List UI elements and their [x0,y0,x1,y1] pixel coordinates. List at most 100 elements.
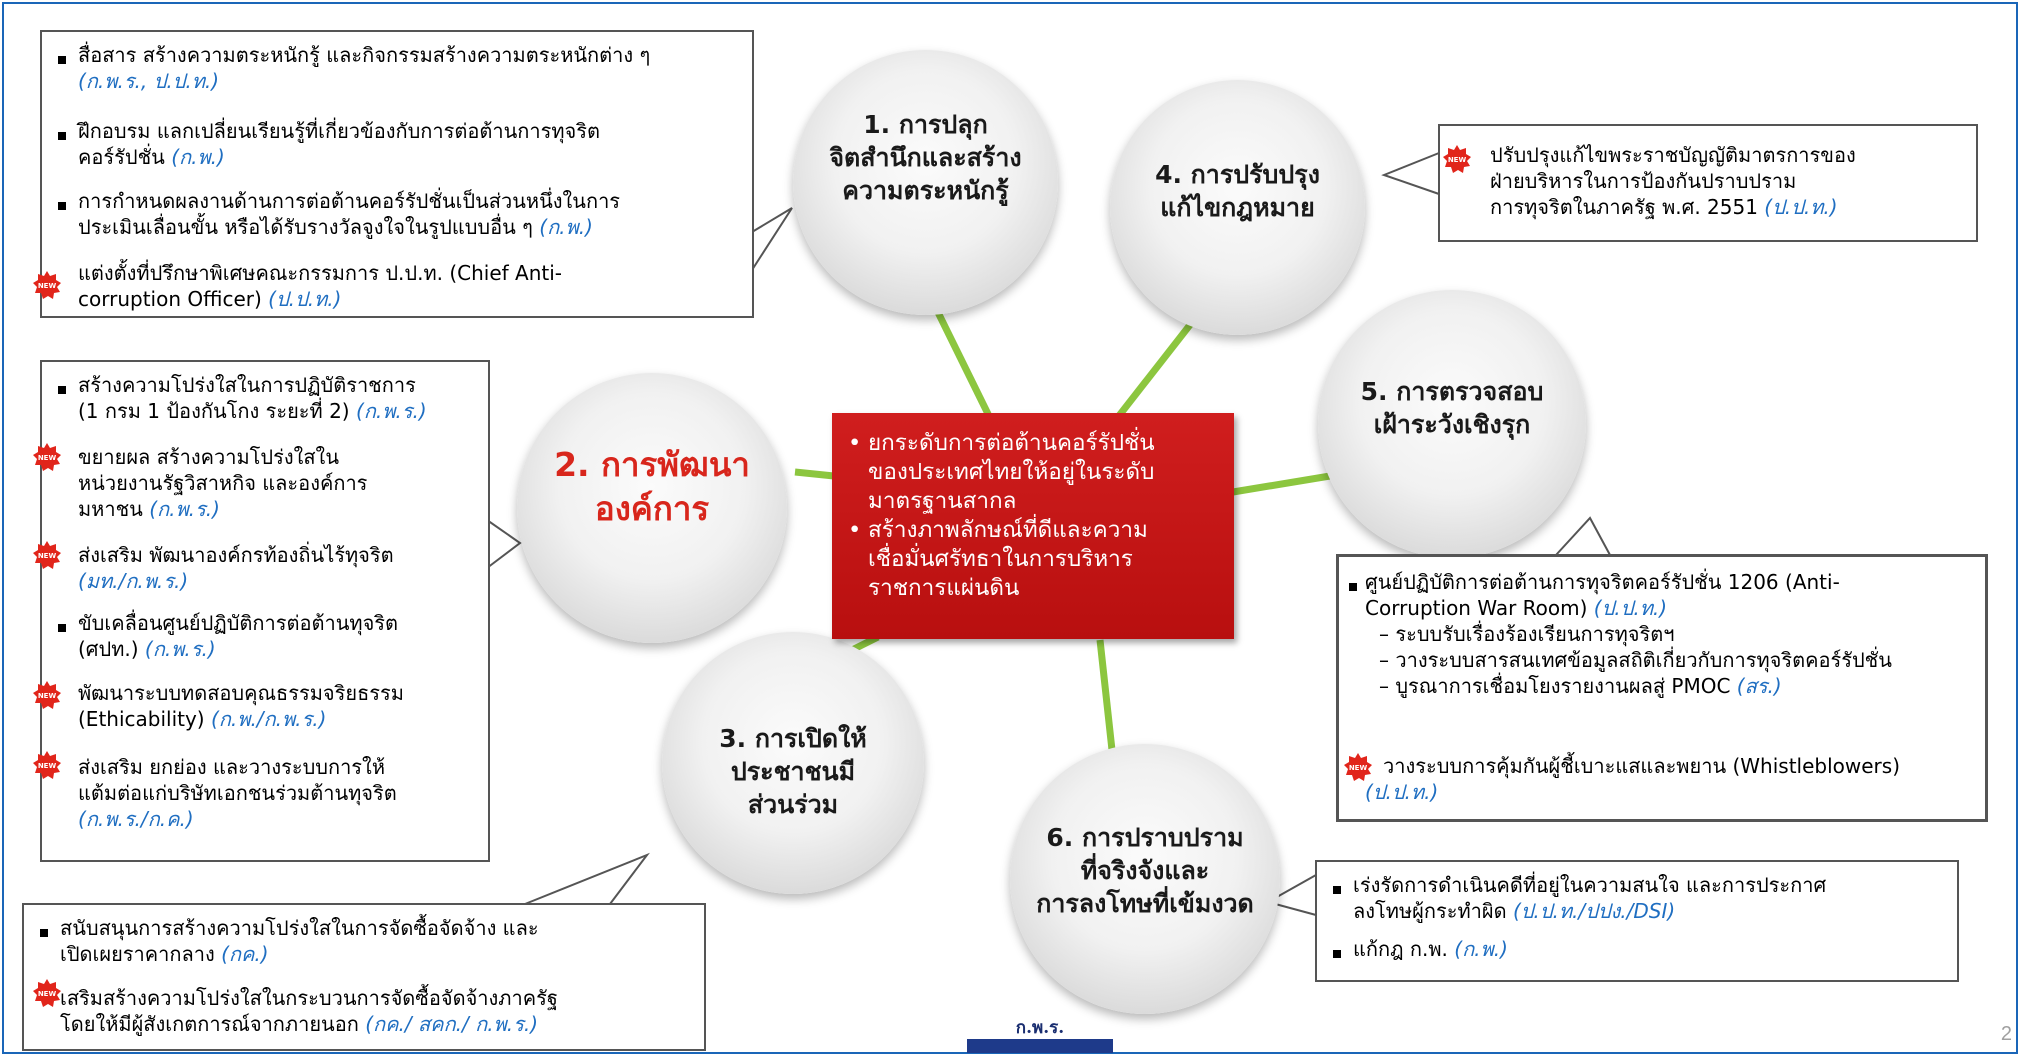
box2-item-2-text-3: มหาชน [78,497,143,521]
callout-box-6: เร่งรัดการดำเนินคดีที่อยู่ในความสนใจ และ… [1315,860,1959,982]
box2-item-4-text: ขับเคลื่อนศูนย์ปฏิบัติการต่อต้านทุจริต [78,611,399,635]
svg-text:NEW: NEW [38,552,57,560]
bubble-5: 5. การตรวจสอบ เฝ้าระวังเชิงรุก [1318,290,1586,558]
box1-item-4-text: แต่งตั้งที่ปรึกษาพิเศษคณะกรรมการ ป.ป.ท. … [78,261,563,285]
box2-item-3-agency: (มท./ก.พ.ร.) [78,569,189,593]
bubble-6-line-3: การลงโทษที่เข้มงวด [1036,889,1254,918]
bullet [58,624,66,632]
box5-item-2-text: วางระบบการคุ้มกันผู้ชี้เบาะแสและพยาน (Wh… [1383,754,1901,778]
pointer-box3 [524,852,650,905]
goal-1-line-1: ยกระดับการต่อต้านคอร์รัปชั่น [868,430,1155,456]
box4-text-3: การทุจริตในภาครัฐ พ.ศ. 2551 [1490,195,1758,219]
box6-item-1-text-2: ลงโทษผู้กระทำผิด [1353,899,1507,923]
pointer-box1 [751,207,793,271]
goal-item-2: สร้างภาพลักษณ์ที่ดีและความ เชื่อมั่นศรัท… [846,516,1224,603]
box5-sub-3-agency: (สร.) [1736,674,1782,698]
box4-text-1: ปรับปรุงแก้ไขพระราชบัญญัติมาตรการของ [1490,143,1856,167]
box6-item-2-agency: (ก.พ.) [1454,937,1508,961]
box6-item-1-text: เร่งรัดการดำเนินคดีที่อยู่ในความสนใจ และ… [1353,873,1827,897]
new-badge-icon: NEW [33,443,61,471]
new-badge-icon: NEW [1443,145,1471,173]
connector-6 [1096,639,1116,751]
box1-item-4-agency: (ป.ป.ท.) [268,287,342,311]
box6-item-1-agency: (ป.ป.ท./ปปง./DSI) [1512,899,1676,923]
connector-4 [1115,318,1196,420]
svg-text:NEW: NEW [38,282,57,290]
box5-item-1-text-2: Corruption War Room) [1365,596,1588,620]
box1-item-2-agency: (ก.พ.) [171,145,225,169]
new-badge-icon: NEW [33,979,61,1007]
box5-item-2-agency: (ป.ป.ท.) [1365,780,1439,804]
box2-item-1-agency: (ก.พ.ร.) [355,399,427,423]
new-badge-icon: NEW [33,541,61,569]
box1-item-3-text-2: ประเมินเลื่อนขั้น หรือได้รับรางวัลจูงใจใ… [78,215,533,239]
box2-item-5-text-2: (Ethicability) [78,707,205,731]
bullet [1333,886,1341,894]
box2-item-2: ขยายผล สร้างความโปร่งใสใน หน่วยงานรัฐวิส… [78,444,367,522]
bubble-1-line-2: จิตสำนึกและสร้าง [829,143,1022,172]
box5-sub-3: – บูรณาการเชื่อมโยงรายงานผลสู่ PMOC [1379,674,1731,698]
callout-box-4: ปรับปรุงแก้ไขพระราชบัญญัติมาตรการของ ฝ่า… [1438,124,1978,242]
box3-item-1-agency: (กค.) [221,942,269,966]
box3-item-2-agency: (กค./ สคก./ ก.พ.ร.) [365,1012,538,1036]
box4-text-2: ฝ่ายบริหารในการป้องกันปราบปราม [1490,169,1797,193]
opdc-logo: ก.พ.ร. [965,1017,1115,1055]
bullet [1349,583,1357,591]
box5-sub-2: – วางระบบสารสนเทศข้อมูลสถิติเกี่ยวกับการ… [1379,648,1892,672]
box5-item-1-text: ศูนย์ปฏิบัติการต่อต้านการทุจริตคอร์รัปชั… [1365,570,1840,594]
callout-box-1: สื่อสาร สร้างความตระหนักรู้ และกิจกรรมสร… [40,30,754,318]
box2-item-5-text: พัฒนาระบบทดสอบคุณธรรมจริยธรรม [78,681,404,705]
box1-item-1-agency: (ก.พ.ร., ป.ป.ท.) [78,69,220,93]
box4-agency: (ป.ป.ท.) [1764,195,1838,219]
box2-item-4-agency: (ก.พ.ร.) [144,637,216,661]
bubble-1-line-3: ความตระหนักรู้ [842,176,1009,205]
svg-text:NEW: NEW [1448,156,1467,164]
svg-text:NEW: NEW [38,454,57,462]
box2-item-2-agency: (ก.พ.ร.) [149,497,220,521]
goal-item-1: ยกระดับการต่อต้านคอร์รัปชั่น ของประเทศไท… [846,429,1224,516]
box2-item-3-text: ส่งเสริม พัฒนาองค์กรท้องถิ่นไร้ทุจริต [78,543,394,567]
new-badge-icon: NEW [33,681,61,709]
box2-item-2-text-2: หน่วยงานรัฐวิสาหกิจ และองค์การ [78,471,368,495]
box2-item-2-text: ขยายผล สร้างความโปร่งใสใน [78,445,339,469]
box3-item-1: สนับสนุนการสร้างความโปร่งใสในการจัดซื้อจ… [60,915,539,967]
svg-text:NEW: NEW [38,990,57,998]
callout-box-2: สร้างความโปร่งใสในการปฏิบัติราชการ (1 กร… [40,360,490,862]
bullet [58,56,66,64]
bubble-3-line-1: 3. การเปิดให้ [719,724,867,753]
goal-2-line-2: เชื่อมั่นศรัทธาในการบริหาร [868,546,1133,572]
box5-sub-1: – ระบบรับเรื่องร้องเรียนการทุจริตฯ [1379,622,1675,646]
box2-item-1-text-2: (1 กรม 1 ป้องกันโกง ระยะที่ 2) [78,399,350,423]
svg-text:NEW: NEW [1349,764,1368,772]
box1-item-2-text-2: คอร์รัปชั่น [78,145,165,169]
goal-1-line-2: ของประเทศไทยให้อยู่ในระดับ [868,459,1155,485]
new-badge-icon: NEW [1344,753,1372,781]
bubble-6: 6. การปราบปราม ที่จริงจังและ การลงโทษที่… [1010,744,1280,1014]
pointer-box4 [1381,152,1440,195]
box2-item-5: พัฒนาระบบทดสอบคุณธรรมจริยธรรม (Ethicabil… [78,680,404,732]
bubble-2-line-1: 2. การพัฒนา [554,445,750,484]
box6-item-2-text: แก้กฎ ก.พ. [1353,937,1448,961]
box6-item-2: แก้กฎ ก.พ. (ก.พ.) [1353,936,1508,962]
box2-item-6-text: ส่งเสริม ยกย่อง และวางระบบการให้ [78,755,386,779]
bullet [58,132,66,140]
box1-item-3: การกำหนดผลงานด้านการต่อต้านคอร์รัปชั่นเป… [78,188,620,240]
bubble-2: 2. การพัฒนา องค์การ [517,373,787,643]
box4-item-1: ปรับปรุงแก้ไขพระราชบัญญัติมาตรการของ ฝ่า… [1490,142,1856,220]
box2-item-1-text: สร้างความโปร่งใสในการปฏิบัติราชการ [78,373,416,397]
bubble-3-line-3: ส่วนร่วม [747,790,839,819]
goal-box: ยกระดับการต่อต้านคอร์รัปชั่น ของประเทศไท… [832,413,1234,639]
goal-1-line-3: มาตรฐานสากล [868,488,1017,514]
box2-item-4-text-2: (ศปท.) [78,637,139,661]
svg-text:NEW: NEW [38,762,57,770]
box3-item-2-text: เสริมสร้างความโปร่งใสในกระบวนการจัดซื้อจ… [60,986,558,1010]
bubble-6-line-1: 6. การปราบปราม [1046,823,1244,852]
box5-item-2: วางระบบการคุ้มกันผู้ชี้เบาะแสและพยาน (Wh… [1365,753,1901,805]
box6-item-1: เร่งรัดการดำเนินคดีที่อยู่ในความสนใจ และ… [1353,872,1826,924]
bubble-4-line-1: 4. การปรับปรุง [1155,160,1320,189]
bullet [58,386,66,394]
bullet [58,202,66,210]
callout-box-5: ศูนย์ปฏิบัติการต่อต้านการทุจริตคอร์รัปชั… [1336,554,1988,822]
